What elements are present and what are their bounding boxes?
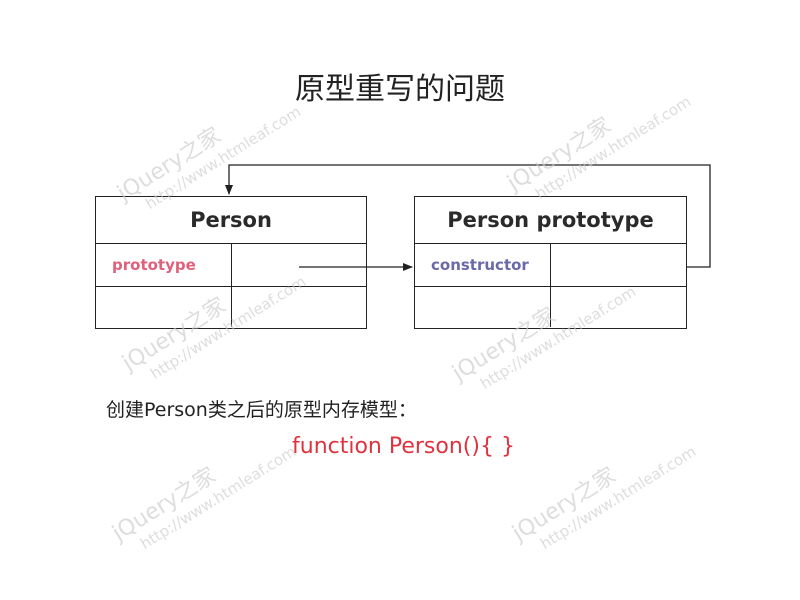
prototype-box-row-constructor: constructor — [415, 244, 686, 287]
memory-model-description: 创建Person类之后的原型内存模型： — [106, 399, 417, 421]
watermark-brand: jQuery之家 — [508, 463, 621, 547]
person-box-empty-cell-left — [96, 287, 232, 327]
person-prototype-box-header: Person prototype — [415, 197, 686, 244]
code-snippet: function Person(){ } — [292, 434, 515, 459]
watermark: jQuery之家 http://www.htmleaf.com — [105, 415, 299, 562]
watermark-brand: jQuery之家 — [108, 463, 221, 547]
prototype-box-empty-cell-left — [415, 287, 551, 327]
constructor-label: constructor — [415, 244, 551, 286]
watermark: jQuery之家 http://www.htmleaf.com — [505, 415, 699, 562]
person-box-row-empty — [96, 287, 366, 327]
diagram-title: 原型重写的问题 — [295, 72, 505, 107]
prototype-label: prototype — [96, 244, 232, 286]
prototype-box-row-empty — [415, 287, 686, 327]
